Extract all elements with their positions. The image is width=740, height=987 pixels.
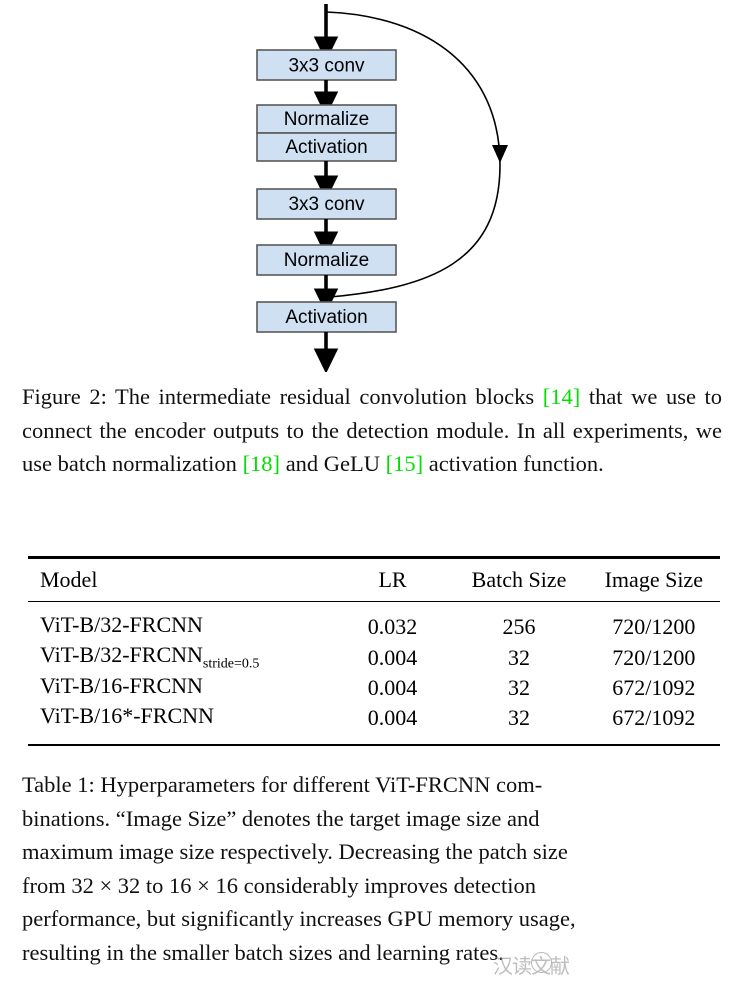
cell-model: ViT-B/32-FRCNN	[28, 602, 335, 642]
block-normalize2	[256, 244, 397, 276]
cell-lr: 0.004	[367, 644, 418, 670]
cell-model-text: ViT-B/32-FRCNN	[40, 642, 203, 668]
table-rule-middle	[28, 601, 720, 602]
table-rule-top	[28, 556, 720, 559]
citation-link-14[interactable]: [14]	[542, 384, 581, 409]
cell-model-text: ViT-B/16*-FRCNN	[40, 703, 214, 729]
figure-caption-segment-4: activation function.	[423, 451, 604, 476]
table-row: ViT-B/16*-FRCNN 0.004 32 672/1092	[28, 703, 720, 744]
figure-caption-segment-1: The intermediate residual convolution bl…	[106, 384, 543, 409]
block-activation1	[256, 132, 397, 162]
block-activation2	[256, 301, 397, 333]
table-row: ViT-B/16-FRCNN 0.004 32 672/1092	[28, 673, 720, 703]
cell-image-size: 720/1200	[612, 644, 696, 670]
cell-model-subscript: stride=0.5	[202, 656, 260, 672]
table-caption-line-3: maximum image size respectively. Decreas…	[22, 839, 568, 864]
citation-link-18[interactable]: [18]	[242, 451, 281, 476]
table-caption-line-2: binations. “Image Size” denotes the targ…	[22, 805, 540, 831]
cell-batch-size: 32	[507, 674, 530, 700]
citation-link-15[interactable]: [15]	[385, 451, 424, 476]
figure-caption-segment-3: and GeLU	[280, 451, 386, 476]
column-header-batch-size: Batch Size	[471, 567, 567, 592]
figure-2-diagram: 3x3 conv Normalize Activation 3x3 conv N…	[0, 0, 740, 372]
cell-model-text: ViT-B/32-FRCNN	[40, 612, 203, 637]
column-header-model: Model	[40, 567, 98, 592]
cell-batch-size: 32	[507, 705, 530, 731]
table-rule-bottom-row	[28, 743, 720, 747]
table-1: Model LR Batch Size Image Size ViT-B/32-…	[28, 556, 720, 747]
table-caption-line-6: resulting in the smaller batch sizes and…	[22, 939, 504, 965]
column-header-lr: LR	[378, 567, 407, 592]
table-caption-line-5: performance, but significantly increases…	[22, 906, 576, 931]
residual-skip-connection	[325, 11, 501, 298]
cell-model: ViT-B/16*-FRCNN	[28, 703, 335, 744]
cell-model: ViT-B/16-FRCNN	[28, 673, 335, 703]
block-conv2-label: 3x3 conv	[288, 194, 365, 215]
block-activation2-label: Activation	[285, 307, 367, 328]
block-normalize2-label: Normalize	[284, 250, 370, 271]
cell-lr: 0.004	[367, 705, 418, 731]
block-activation1-label: Activation	[285, 137, 367, 158]
cell-lr: 0.032	[367, 614, 418, 640]
table-1-caption: Table 1: Hyperparameters for different V…	[22, 768, 722, 969]
block-normalize1	[256, 104, 397, 134]
cell-image-size: 672/1092	[612, 705, 696, 731]
table-row: ViT-B/32-FRCNN 0.032 256 720/1200	[28, 602, 720, 642]
table-caption-line-1: Table 1: Hyperparameters for different V…	[22, 772, 543, 797]
column-header-image-size: Image Size	[604, 567, 703, 592]
cell-model: ViT-B/32-FRCNNstride=0.5	[28, 642, 335, 672]
cell-batch-size: 256	[502, 614, 536, 640]
cell-model-text: ViT-B/16-FRCNN	[40, 672, 203, 698]
residual-skip-arrowhead	[492, 145, 508, 163]
cell-batch-size: 32	[507, 644, 530, 670]
figure-caption-prefix: Figure 2:	[22, 384, 107, 409]
figure-caption-segment-2: that we use to connect the encoder outpu…	[22, 384, 723, 476]
cell-lr: 0.004	[367, 674, 418, 700]
block-conv1-label: 3x3 conv	[288, 56, 365, 77]
table-row: ViT-B/32-FRCNNstride=0.5 0.004 32 720/12…	[28, 642, 720, 672]
cell-image-size: 720/1200	[612, 614, 696, 640]
table-rule-top-row	[28, 556, 720, 559]
figure-2-caption: Figure 2: The intermediate residual conv…	[22, 380, 722, 481]
table-caption-line-4: from 32 × 32 to 16 × 16 considerably imp…	[22, 872, 537, 898]
table-rule-bottom	[28, 743, 720, 747]
table-header-row: Model LR Batch Size Image Size	[28, 559, 720, 602]
block-normalize1-label: Normalize	[284, 109, 370, 130]
cell-image-size: 672/1092	[612, 674, 696, 700]
block-conv1	[256, 49, 397, 81]
table-rule-mid-row	[28, 601, 720, 602]
